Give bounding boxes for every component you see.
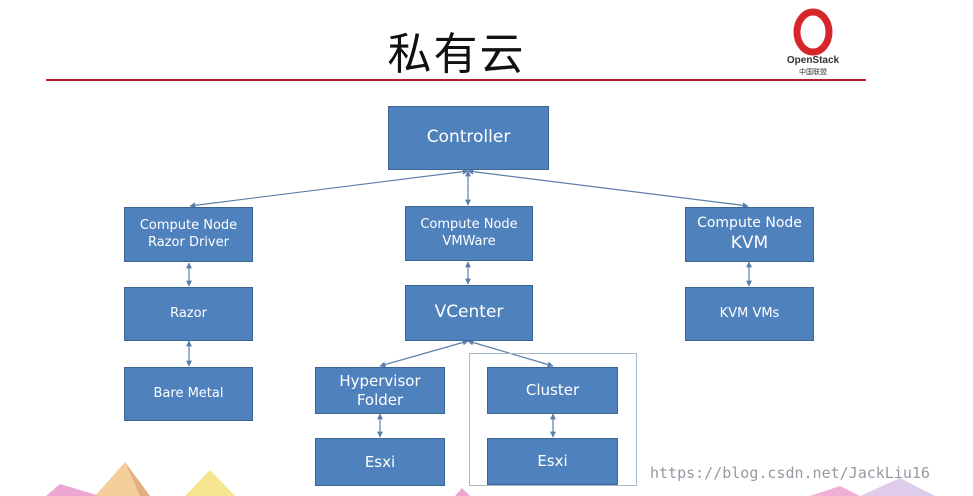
node-controller: Controller — [388, 106, 549, 170]
node-esxi-right-label: Esxi — [537, 452, 568, 471]
openstack-logo: OpenStack 中国联盟 — [783, 6, 843, 78]
node-kvm-vms-label: KVM VMs — [719, 305, 780, 321]
node-hypervisor-folder-line2: Folder — [356, 390, 404, 409]
node-cluster-label: Cluster — [525, 381, 580, 400]
node-vcenter: VCenter — [405, 285, 533, 341]
node-compute-razor: Compute Node Razor Driver — [124, 207, 253, 262]
node-esxi-left-label: Esxi — [364, 452, 396, 471]
node-esxi-left: Esxi — [315, 438, 445, 486]
logo-subtitle: 中国联盟 — [799, 68, 827, 76]
node-razor-label: Razor — [170, 305, 207, 321]
node-bare-metal: Bare Metal — [124, 367, 253, 421]
node-compute-vmware: Compute Node VMWare — [405, 206, 533, 261]
node-bare-metal-label: Bare Metal — [153, 385, 224, 401]
node-compute-vmware-line1: Compute Node — [420, 217, 518, 233]
node-razor: Razor — [124, 287, 253, 341]
node-hypervisor-folder: Hypervisor Folder — [315, 367, 445, 414]
node-vcenter-label: VCenter — [434, 302, 504, 323]
node-compute-razor-line1: Compute Node — [139, 218, 238, 234]
node-compute-kvm: Compute Node KVM — [685, 207, 814, 262]
node-kvm-vms: KVM VMs — [685, 287, 814, 341]
node-compute-kvm-line1: Compute Node — [697, 215, 802, 232]
node-compute-vmware-line2: VMWare — [442, 233, 496, 249]
slide-title: 私有云 — [387, 29, 526, 80]
node-cluster: Cluster — [487, 367, 618, 414]
node-esxi-right: Esxi — [487, 438, 618, 485]
title-divider — [46, 79, 866, 81]
logo-name: OpenStack — [786, 55, 840, 66]
node-compute-kvm-line2: KVM — [730, 232, 769, 253]
link-vcenter-hypervisor — [379, 339, 469, 368]
watermark-url: https://blog.csdn.net/JackLiu16 — [650, 464, 930, 482]
node-hypervisor-folder-line1: Hypervisor — [339, 371, 421, 390]
link-controller-razor — [189, 168, 469, 209]
openstack-ring-icon — [793, 8, 833, 56]
node-compute-razor-line2: Razor Driver — [148, 234, 229, 250]
cluster-group-frame — [469, 353, 637, 486]
link-controller-kvm — [467, 168, 749, 209]
node-controller-label: Controller — [426, 127, 511, 148]
